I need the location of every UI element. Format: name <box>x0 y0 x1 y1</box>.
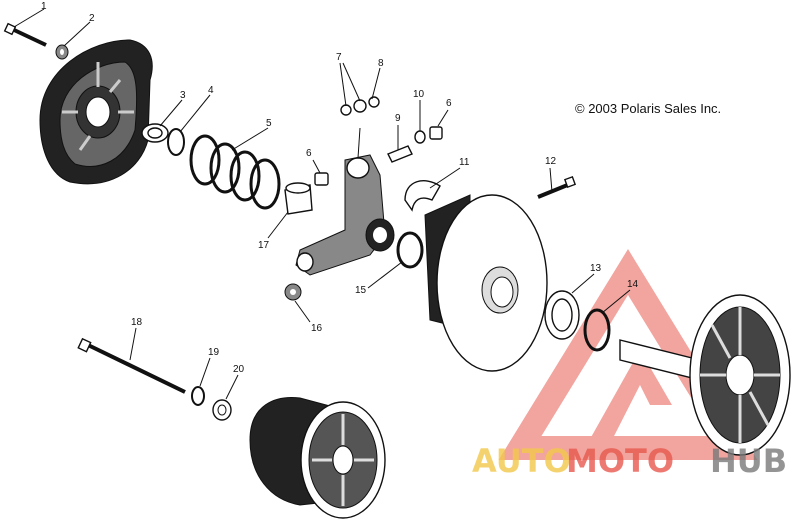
callout-6b: 6 <box>446 98 452 109</box>
fixed-sheave-part <box>619 294 791 456</box>
weight-part <box>404 180 441 212</box>
callout-10: 10 <box>413 89 425 100</box>
washer-part <box>414 130 426 144</box>
callout-6a: 6 <box>306 148 312 159</box>
callout-19: 19 <box>208 347 220 358</box>
callout-13: 13 <box>590 263 602 274</box>
bushing-part <box>141 123 169 143</box>
bushing-small-part-2 <box>314 172 329 186</box>
callout-12: 12 <box>545 156 557 167</box>
callout-labels: 1 2 3 4 5 6 7 8 9 10 6 11 12 6 17 13 14 … <box>41 1 639 375</box>
clutch-assembly-part <box>249 397 386 519</box>
callout-9: 9 <box>395 113 401 124</box>
pin-part <box>387 145 413 163</box>
callout-1: 1 <box>41 1 47 12</box>
bushing-part-2 <box>544 290 580 340</box>
nut-part-2 <box>284 283 302 301</box>
nut-part <box>55 44 69 60</box>
callout-16: 16 <box>311 323 323 334</box>
callout-14: 14 <box>627 279 639 290</box>
watermark-text: AUTO MOTO HUB <box>472 442 787 480</box>
callout-3: 3 <box>180 90 186 101</box>
bushing-part-3 <box>212 399 232 421</box>
ring-part-3 <box>583 308 611 352</box>
callout-17: 17 <box>258 240 270 251</box>
spider-arm-part <box>295 154 395 276</box>
spring-part <box>189 134 281 210</box>
callout-4: 4 <box>208 85 214 96</box>
callout-18: 18 <box>131 317 143 328</box>
callout-5: 5 <box>266 118 272 129</box>
bushing-small-part <box>429 126 443 140</box>
callout-20: 20 <box>233 364 245 375</box>
callout-11: 11 <box>459 157 470 168</box>
moveable-sheave-part <box>424 194 548 372</box>
copyright-text: © 2003 Polaris Sales Inc. <box>575 101 721 116</box>
bolt-part <box>3 22 47 47</box>
callout-8: 8 <box>378 58 384 69</box>
long-bolt-part <box>77 337 186 394</box>
sleeve-part <box>284 182 313 215</box>
callout-15: 15 <box>355 285 367 296</box>
ring-part <box>167 128 185 156</box>
ring-part-2 <box>396 231 424 269</box>
watermark-moto: MOTO <box>566 442 674 480</box>
callout-2: 2 <box>89 13 95 24</box>
leader-lines <box>13 8 631 400</box>
roller-parts <box>340 96 380 116</box>
callout-7: 7 <box>336 52 342 63</box>
bolt-part-2 <box>537 175 577 199</box>
watermark-auto: AUTO <box>472 442 571 480</box>
watermark-hub: HUB <box>710 442 787 480</box>
clutch-cover-part <box>39 39 153 185</box>
washer-part-2 <box>191 386 205 406</box>
